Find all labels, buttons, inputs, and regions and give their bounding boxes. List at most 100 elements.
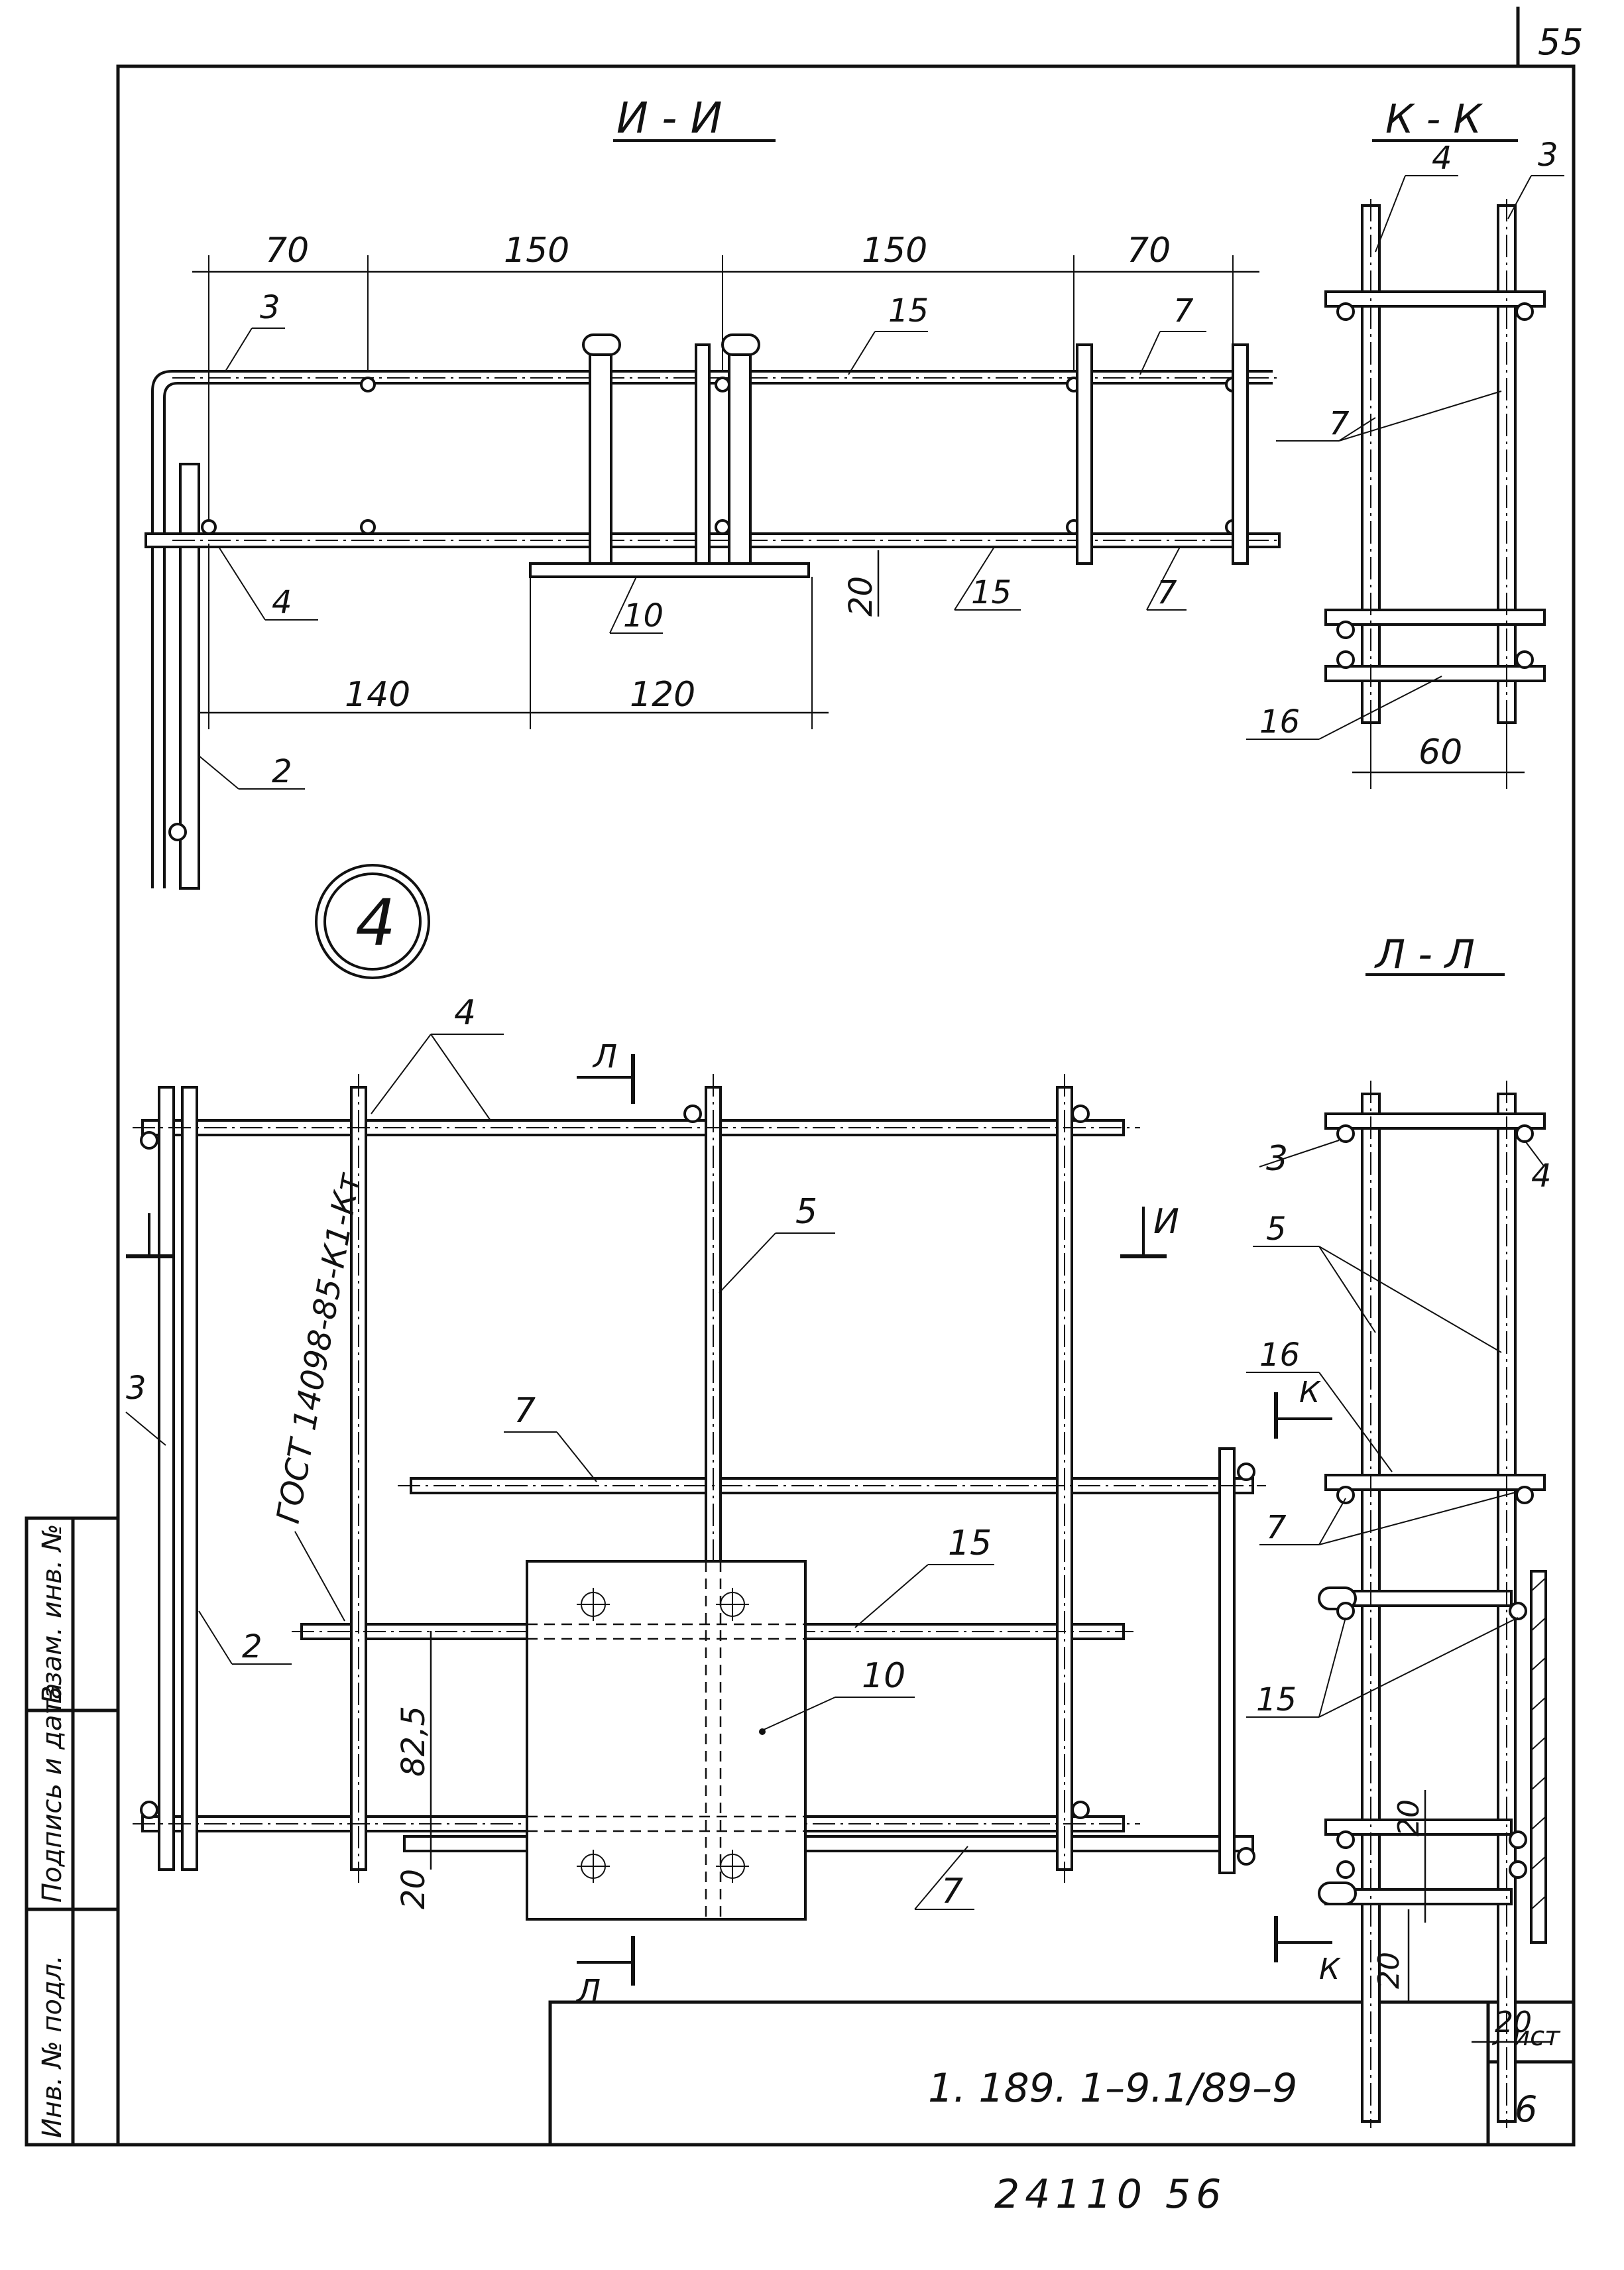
callout-7-top: 7 bbox=[1139, 292, 1206, 375]
title-block: Лист 6 1. 189. 1–9.1/89–9 bbox=[548, 2000, 1576, 2147]
svg-text:3: 3 bbox=[126, 1370, 146, 1407]
dim-top-4: 70 bbox=[1127, 231, 1171, 270]
list-number: 6 bbox=[1515, 2088, 1537, 2130]
ll-callout-16: 16 bbox=[1246, 1337, 1393, 1472]
callout-15-bottom: 15 bbox=[954, 546, 1021, 611]
svg-text:10: 10 bbox=[862, 1656, 905, 1696]
svg-text:15: 15 bbox=[1256, 1681, 1297, 1718]
stamp-replacement: Взам. инв. № bbox=[37, 1523, 68, 1704]
kk-callout-3: 3 bbox=[1507, 137, 1564, 219]
svg-text:4: 4 bbox=[454, 993, 476, 1033]
ll-callout-15: 15 bbox=[1246, 1617, 1519, 1718]
bent-bar-3 bbox=[151, 370, 1273, 888]
svg-text:2: 2 bbox=[272, 753, 292, 790]
plan-bar-3 bbox=[158, 1086, 175, 1871]
view-ll: Л - Л 3 bbox=[1246, 931, 1552, 2128]
plan-view: 4 5 7 15 10 7 3 bbox=[125, 993, 1266, 2010]
view-ii-title: И - И bbox=[616, 94, 723, 143]
section-mark-l-top: Л bbox=[577, 1038, 635, 1104]
ll-dim-20-b: 20 bbox=[1372, 1952, 1406, 1989]
plan-callout-10: 10 bbox=[759, 1656, 915, 1735]
plan-callout-3: 3 bbox=[125, 1370, 166, 1446]
detail-mark: 4 bbox=[315, 864, 430, 979]
section-mark-l-bottom: Л bbox=[575, 1936, 635, 2010]
svg-text:4: 4 bbox=[1432, 140, 1452, 177]
plate-10 bbox=[529, 562, 810, 578]
ll-callout-7: 7 bbox=[1259, 1491, 1519, 1546]
svg-text:7: 7 bbox=[1329, 405, 1350, 442]
plan-callout-5: 5 bbox=[719, 1192, 835, 1293]
bottom-number: 24110 56 bbox=[994, 2171, 1226, 2218]
svg-text:7: 7 bbox=[1173, 292, 1194, 329]
ll-dim-20-a: 20 bbox=[1392, 1799, 1426, 1836]
svg-text:7: 7 bbox=[1266, 1509, 1287, 1546]
view-ii: И - И 70 150 150 70 bbox=[145, 94, 1281, 890]
svg-text:Л: Л bbox=[575, 1973, 601, 2010]
ll-callout-4: 4 bbox=[1524, 1140, 1552, 1195]
svg-text:3: 3 bbox=[260, 289, 280, 326]
dim-top-2: 150 bbox=[504, 231, 569, 270]
svg-text:7: 7 bbox=[1157, 574, 1177, 611]
svg-text:К: К bbox=[1319, 1952, 1341, 1986]
svg-text:И: И bbox=[1153, 1202, 1179, 1242]
plan-callout-15: 15 bbox=[854, 1523, 994, 1628]
ll-dim-20-c: 20 bbox=[1495, 2005, 1532, 2039]
kk-dim-60: 60 bbox=[1419, 733, 1462, 772]
dim-bottom-120: 120 bbox=[630, 675, 695, 715]
svg-text:5: 5 bbox=[795, 1192, 817, 1232]
dim-vertical-20: 20 bbox=[842, 576, 880, 617]
plan-dim-82-5: 82,5 bbox=[395, 1706, 432, 1777]
callout-2: 2 bbox=[198, 753, 305, 790]
plan-plate-10 bbox=[526, 1560, 807, 1921]
svg-text:4: 4 bbox=[272, 584, 292, 621]
svg-text:3: 3 bbox=[1266, 1139, 1288, 1179]
ll-wall-plate bbox=[1530, 1570, 1547, 1944]
svg-text:15: 15 bbox=[888, 292, 929, 329]
kk-callout-16: 16 bbox=[1246, 676, 1442, 741]
section-mark-i-left bbox=[126, 1213, 172, 1258]
svg-text:4: 4 bbox=[1531, 1158, 1552, 1195]
kk-callout-7: 7 bbox=[1276, 390, 1502, 442]
plan-bar-2 bbox=[181, 1086, 198, 1871]
corner-number: 55 bbox=[1538, 21, 1584, 63]
ll-callout-5: 5 bbox=[1253, 1211, 1502, 1353]
svg-text:16: 16 bbox=[1259, 703, 1300, 741]
svg-text:15: 15 bbox=[948, 1523, 992, 1563]
svg-text:7: 7 bbox=[941, 1872, 963, 1911]
section-mark-i-right: И bbox=[1120, 1202, 1179, 1258]
side-stamp: Инв. № подл. Подпись и дата Взам. инв. № bbox=[25, 1516, 120, 2147]
view-kk: К - К 4 3 7 bbox=[1246, 96, 1564, 789]
svg-text:16: 16 bbox=[1259, 1337, 1300, 1374]
view-kk-title: К - К bbox=[1385, 96, 1483, 143]
svg-text:7: 7 bbox=[514, 1391, 536, 1431]
plan-dim-20: 20 bbox=[395, 1869, 432, 1909]
svg-text:5: 5 bbox=[1266, 1211, 1287, 1248]
dim-bottom-140: 140 bbox=[345, 675, 410, 715]
ll-callout-3: 3 bbox=[1259, 1139, 1340, 1179]
svg-text:2: 2 bbox=[242, 1628, 262, 1665]
dim-top-3: 150 bbox=[862, 231, 927, 270]
svg-text:10: 10 bbox=[623, 597, 664, 634]
dim-top-1: 70 bbox=[265, 231, 309, 270]
plan-callout-2: 2 bbox=[198, 1610, 292, 1665]
callout-10-top: 10 bbox=[609, 576, 664, 634]
callout-15-top: 15 bbox=[848, 292, 929, 375]
view-ll-title: Л - Л bbox=[1374, 931, 1475, 978]
plan-callout-7-bottom: 7 bbox=[914, 1846, 974, 1911]
svg-text:15: 15 bbox=[971, 574, 1012, 611]
kk-callout-4: 4 bbox=[1375, 140, 1458, 253]
plan-callout-4: 4 bbox=[371, 993, 504, 1121]
svg-text:Л: Л bbox=[592, 1038, 617, 1075]
callout-3: 3 bbox=[225, 289, 285, 372]
svg-text:К: К bbox=[1299, 1376, 1321, 1409]
svg-text:4: 4 bbox=[355, 886, 396, 960]
section-marker-k: К К bbox=[1274, 1376, 1341, 1986]
stamp-signature-date: Подпись и дата bbox=[37, 1683, 68, 1903]
callout-7-bottom: 7 bbox=[1146, 546, 1187, 611]
plan-callout-7-mid: 7 bbox=[504, 1391, 597, 1482]
callout-4: 4 bbox=[218, 546, 318, 621]
svg-text:3: 3 bbox=[1538, 137, 1558, 174]
document-code: 1. 189. 1–9.1/89–9 bbox=[928, 2065, 1297, 2112]
stamp-inv-number: Инв. № подл. bbox=[37, 1955, 68, 2138]
